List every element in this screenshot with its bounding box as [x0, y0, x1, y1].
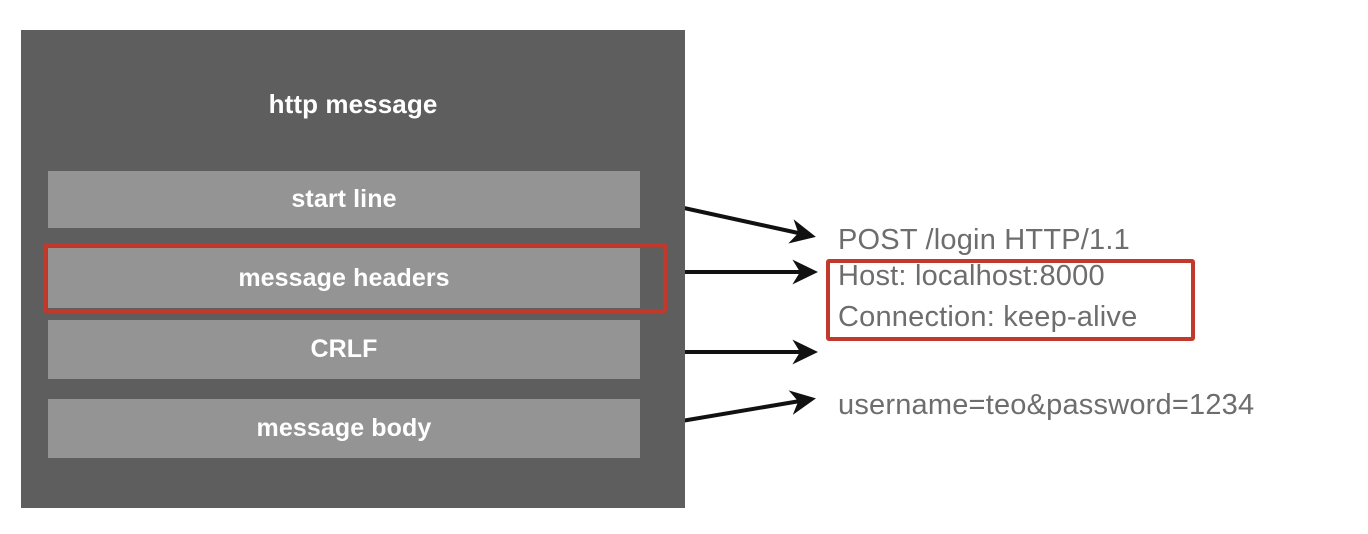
- message-part-label: CRLF: [310, 335, 378, 363]
- message-part-message-headers[interactable]: message headers: [48, 248, 640, 308]
- message-part-start-line[interactable]: start line: [48, 171, 640, 228]
- message-part-label: message body: [256, 414, 432, 442]
- message-part-crlf[interactable]: CRLF: [48, 320, 640, 379]
- raw-body-text: username=teo&password=1234: [838, 389, 1255, 421]
- http-message-container: http message start line message headers …: [21, 30, 685, 508]
- page-title: http message: [268, 89, 438, 119]
- raw-start-line-text: POST /login HTTP/1.1: [838, 224, 1130, 256]
- message-part-label: message headers: [238, 263, 450, 292]
- message-part-message-body[interactable]: message body: [48, 399, 640, 458]
- raw-header-connection-text: Connection: keep-alive: [838, 301, 1138, 333]
- raw-header-host-text: Host: localhost:8000: [838, 260, 1105, 292]
- message-part-label: start line: [291, 185, 397, 213]
